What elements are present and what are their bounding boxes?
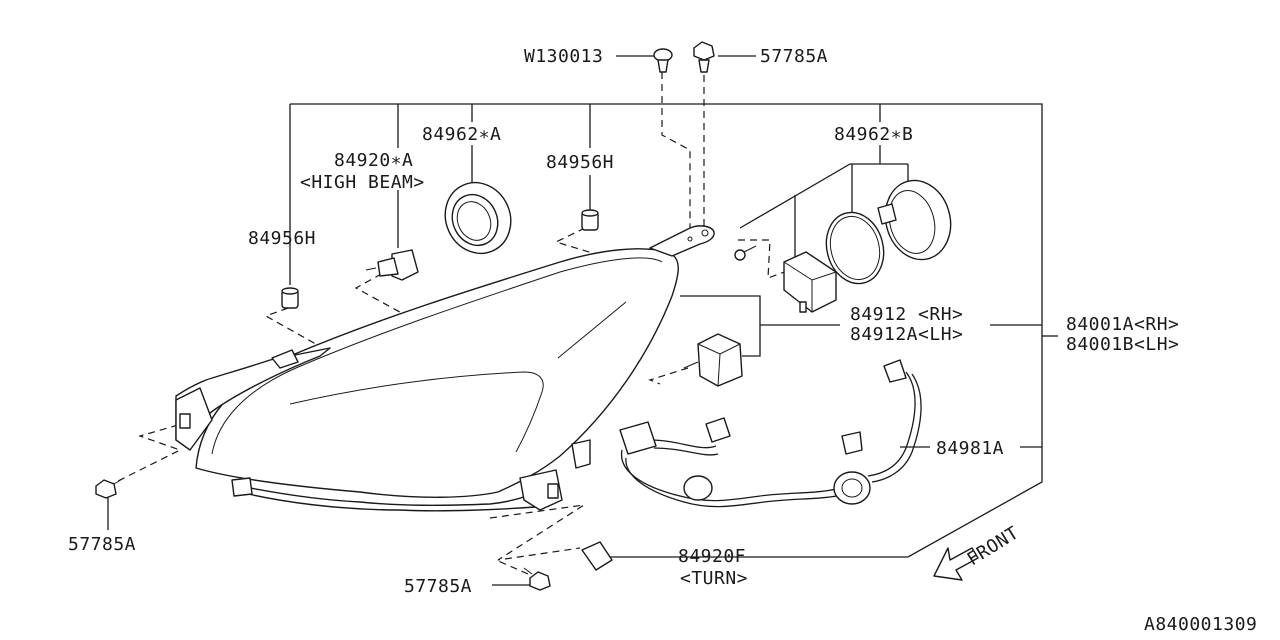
label-84962a: 84962∗A: [422, 124, 501, 145]
label-high-beam: <HIGH BEAM>: [300, 172, 425, 193]
cap-84956h-mid-icon: [581, 209, 599, 231]
rubber-cap-a-icon: [444, 181, 512, 255]
diagram-id: A840001309: [1144, 614, 1257, 635]
label-front: FRONT: [964, 522, 1023, 570]
label-w130013: W130013: [524, 46, 603, 67]
label-84920a: 84920∗A: [334, 150, 413, 171]
label-57785a-top: 57785A: [760, 46, 828, 67]
label-84920f: 84920F: [678, 546, 746, 567]
label-57785a-left: 57785A: [68, 534, 136, 555]
headlamp-housing: [175, 225, 715, 512]
high-beam-bulb-icon: [365, 249, 419, 281]
screw-icon: [734, 245, 757, 261]
leveling-motor-icon: [683, 333, 743, 387]
label-57785a-bottom: 57785A: [404, 576, 472, 597]
label-84912-rh: 84912 <RH>: [850, 304, 963, 325]
cap-84956h-left-icon: [281, 287, 299, 309]
label-84001a-rh: 84001A<RH>: [1066, 314, 1179, 335]
part-labels: W130013 57785A 84962∗A 84962∗B 84920∗A <…: [68, 46, 1257, 635]
label-84962b: 84962∗B: [834, 124, 913, 145]
turn-bulb-icon: [581, 541, 613, 571]
label-84912a-lh: 84912A<LH>: [850, 324, 963, 345]
w130013-plug-icon: [653, 48, 673, 73]
bolt-icon-bottom: [523, 567, 551, 591]
label-turn: <TURN>: [680, 568, 748, 589]
front-arrow-icon: [933, 547, 979, 581]
label-84981a: 84981A: [936, 438, 1004, 459]
ballast-module-icon: [783, 251, 837, 313]
label-84956h-left: 84956H: [248, 228, 316, 249]
bolt-icon-top: [693, 41, 715, 73]
rubber-cap-b-icon: [825, 179, 952, 285]
label-84001b-lh: 84001B<LH>: [1066, 334, 1179, 355]
label-84956h-mid: 84956H: [546, 152, 614, 173]
bolt-icon-left: [95, 477, 125, 499]
wiring-harness-icon: [619, 359, 922, 508]
